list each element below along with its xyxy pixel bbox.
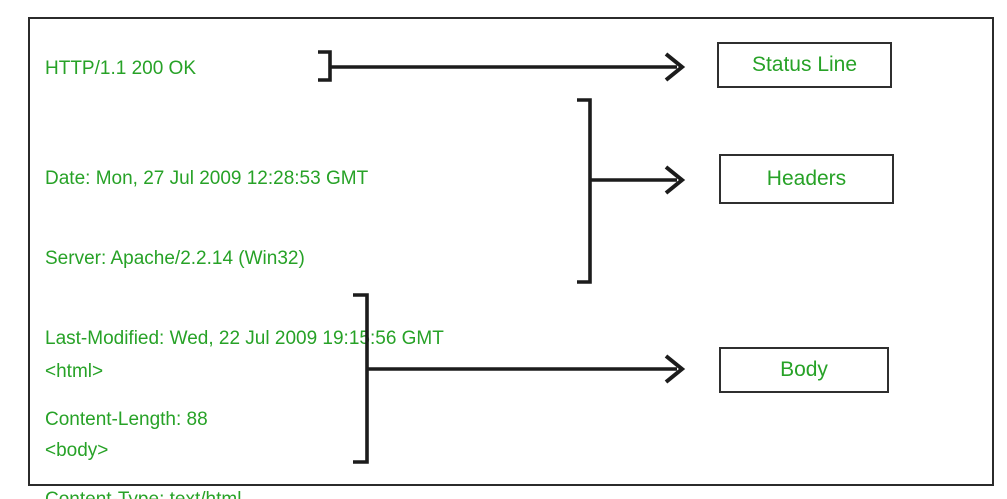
body-label: Body xyxy=(780,358,828,381)
response-body-line: <html> xyxy=(45,360,104,382)
status-line-label: Status Line xyxy=(751,53,858,76)
status-line-label-box: Status Line xyxy=(717,42,892,88)
response-header-line: Date: Mon, 27 Jul 2009 12:28:53 GMT xyxy=(45,167,369,189)
response-header-line: Content-Length: 88 xyxy=(45,408,208,430)
body-block: <html> <body> <h1>Hello, World!</h1> </b… xyxy=(45,306,245,499)
headers-block: Date: Mon, 27 Jul 2009 12:28:53 GMT Serv… xyxy=(45,112,444,499)
response-header-line: Server: Apache/2.2.14 (Win32) xyxy=(45,247,305,269)
body-label-box: Body xyxy=(719,347,889,393)
response-body-line: <body> xyxy=(45,440,109,462)
status-line-text: HTTP/1.1 200 OK xyxy=(45,58,197,79)
headers-label: Headers xyxy=(766,167,847,190)
headers-label-box: Headers xyxy=(719,154,894,204)
response-header-line: Content-Type: text/html xyxy=(45,487,444,499)
diagram-outer-frame xyxy=(28,17,994,486)
